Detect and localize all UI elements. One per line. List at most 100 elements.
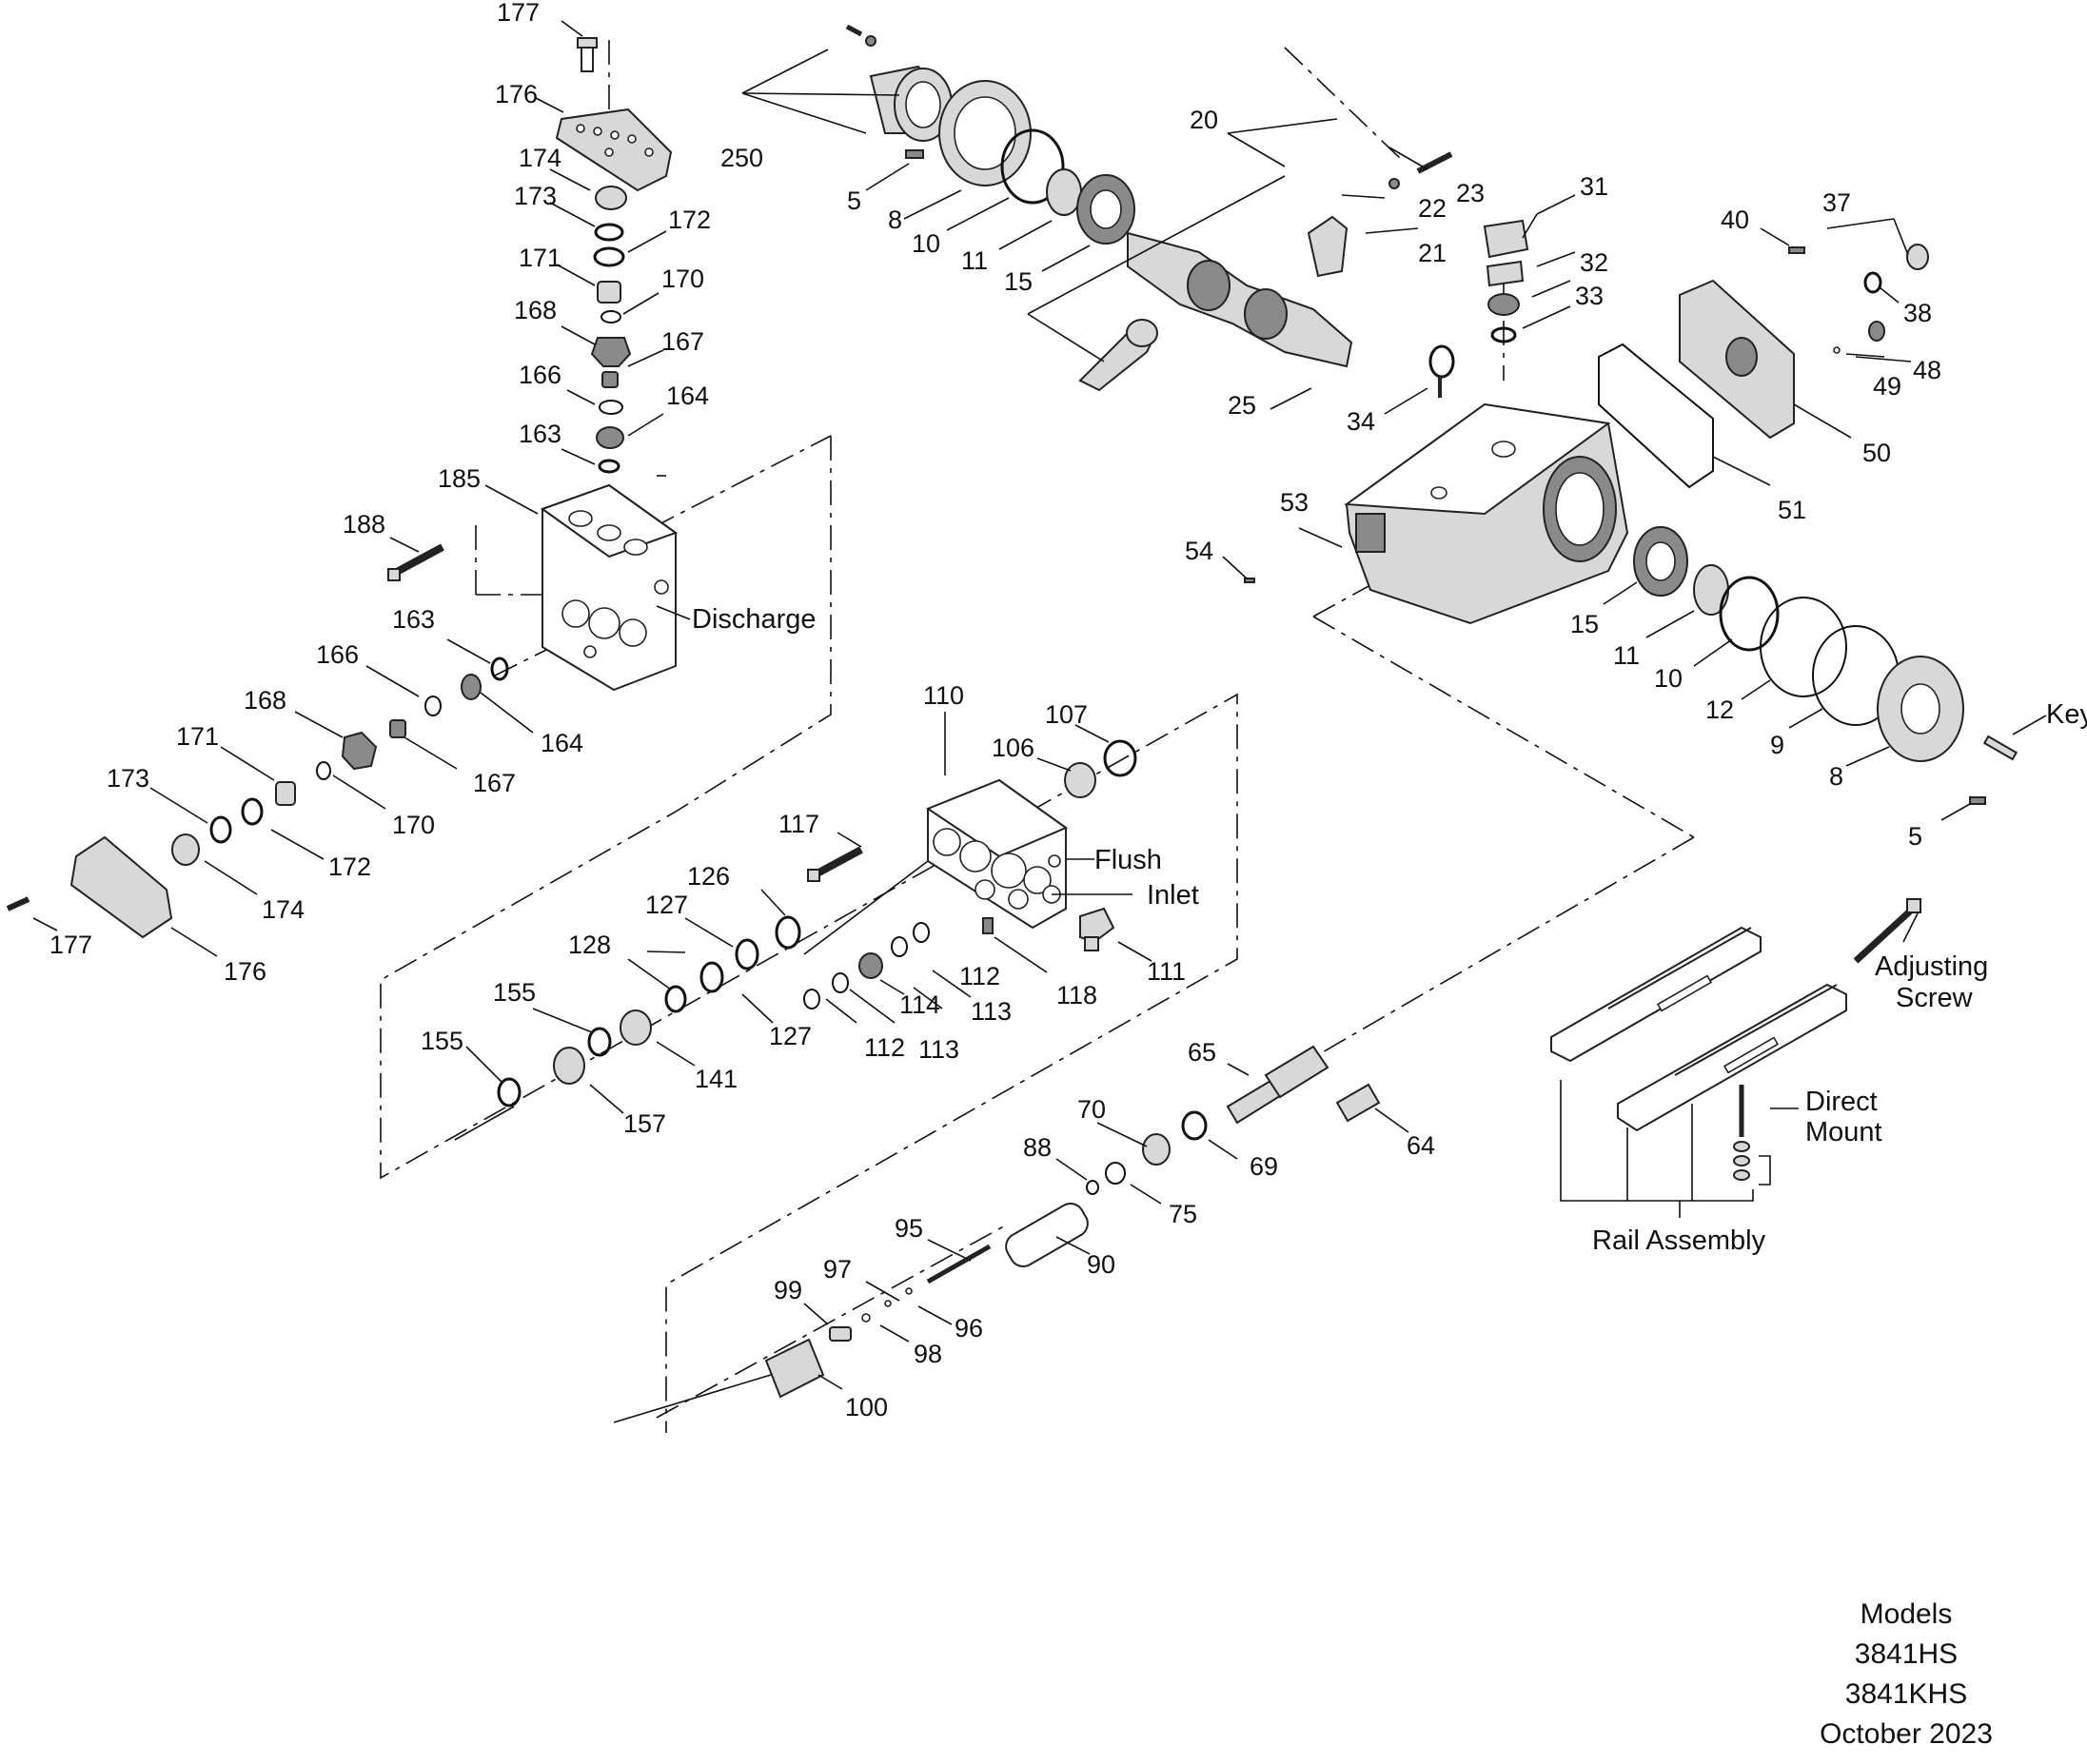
- callout-50: 50: [1862, 439, 1891, 467]
- callout-25: 25: [1228, 391, 1256, 420]
- callout-38: 38: [1903, 299, 1932, 327]
- callout-11: 11: [1613, 641, 1640, 670]
- label-rail-assembly: Rail Assembly: [1592, 1225, 1766, 1256]
- callout-168: 168: [514, 296, 557, 324]
- callout-48: 48: [1913, 356, 1941, 384]
- part-114-check-valve: [858, 952, 883, 979]
- callout-64: 64: [1407, 1131, 1435, 1160]
- callout-34: 34: [1347, 407, 1375, 436]
- part-164-valve-seat-2: [461, 674, 482, 700]
- part-11-seal-2: [1693, 564, 1729, 616]
- part-23-rod-bolt: [1416, 151, 1453, 174]
- part-173-oring-2: [209, 815, 232, 844]
- part-54-dowel: [1244, 578, 1255, 583]
- part-96-washer: [905, 1287, 913, 1295]
- callout-112: 112: [959, 962, 1000, 990]
- part-key: [1982, 735, 2018, 761]
- part-53-crankcase: [1344, 402, 1629, 625]
- callout-110: 110: [923, 681, 964, 710]
- callout-54: 54: [1185, 537, 1213, 565]
- part-174-plug: [595, 186, 627, 210]
- callout-5: 5: [1908, 822, 1922, 851]
- label-adjusting-screw-line1: Adjusting: [1875, 951, 1988, 982]
- part-adjusting-screw: [1853, 898, 1921, 964]
- part-118-screw: [982, 917, 994, 934]
- callout-97: 97: [823, 1255, 852, 1284]
- callout-167: 167: [661, 327, 704, 356]
- part-21-rod-cap: [1307, 215, 1349, 278]
- part-direct-mount-hardware: [1733, 1085, 1750, 1181]
- part-51-cover-gasket: [1598, 343, 1714, 489]
- label-key: Key: [2046, 699, 2087, 730]
- part-168-valve-seat: [590, 337, 632, 367]
- callout-168: 168: [244, 686, 286, 715]
- callout-31: 31: [1580, 172, 1608, 201]
- part-163-oring: [598, 459, 620, 474]
- part-113-oring-b: [832, 972, 849, 993]
- callout-9: 9: [1770, 731, 1784, 759]
- callout-98: 98: [914, 1340, 942, 1368]
- part-127-seal-b: [699, 961, 724, 993]
- part-49-oring: [1833, 346, 1841, 354]
- part-127-seal-a: [735, 938, 759, 970]
- part-70-washer: [1142, 1133, 1171, 1166]
- part-40-screw: [1788, 246, 1805, 254]
- part-164-valve-seat: [596, 426, 624, 449]
- part-75-washer: [1105, 1162, 1126, 1185]
- callout-128: 128: [568, 931, 611, 959]
- part-5-screw: [905, 149, 924, 159]
- part-126-seal: [775, 915, 801, 950]
- part-25-crankshaft: [1127, 231, 1353, 368]
- callout-23: 23: [1456, 179, 1485, 207]
- part-107-seal: [1103, 739, 1137, 777]
- callout-117: 117: [778, 810, 819, 838]
- callout-166: 166: [519, 361, 561, 389]
- callout-99: 99: [774, 1276, 802, 1304]
- callout-11: 11: [961, 246, 988, 275]
- part-98-washer: [861, 1313, 871, 1323]
- part-128-oring: [664, 985, 687, 1013]
- callout-75: 75: [1169, 1200, 1197, 1228]
- callout-176: 176: [224, 957, 266, 986]
- callout-96: 96: [955, 1314, 983, 1343]
- label-discharge: Discharge: [692, 604, 817, 635]
- callout-37: 37: [1822, 188, 1851, 217]
- part-166-spring-2: [424, 696, 442, 716]
- part-157-sleeve: [553, 1047, 585, 1085]
- part-97-washer: [884, 1300, 892, 1307]
- part-171-spring-retainer-2: [275, 781, 296, 806]
- part-11-seal: [1046, 168, 1082, 216]
- part-176-valve-cover-2: [69, 835, 173, 939]
- callout-95: 95: [895, 1214, 923, 1243]
- part-176-valve-cover: [555, 108, 673, 192]
- part-65-plunger-rod: [1226, 1045, 1329, 1125]
- callout-8: 8: [1829, 762, 1843, 791]
- part-12-shim: [1760, 597, 1847, 697]
- label-direct-mount-line1: Direct: [1805, 1087, 1878, 1117]
- callout-177: 177: [497, 0, 540, 27]
- part-37-sight-glass: [1906, 244, 1929, 270]
- part-172-backup-ring-2: [241, 797, 264, 826]
- part-170-spring: [601, 310, 621, 323]
- callout-106: 106: [992, 734, 1034, 762]
- part-50-rear-cover: [1679, 279, 1795, 440]
- callout-114: 114: [899, 990, 940, 1019]
- part-32-gasket: [1486, 260, 1525, 287]
- part-177-screw: [577, 37, 598, 72]
- callout-10: 10: [912, 229, 940, 258]
- part-170-spring-2: [316, 761, 331, 780]
- part-15-bearing-2: [1633, 526, 1688, 597]
- callout-172: 172: [668, 206, 711, 234]
- part-99-nut: [829, 1326, 852, 1342]
- callout-65: 65: [1188, 1038, 1216, 1067]
- callout-40: 40: [1721, 206, 1749, 234]
- part-5-screw-2: [1969, 796, 1986, 805]
- part-117-bolt: [807, 846, 863, 882]
- part-33-filler: [1487, 293, 1520, 316]
- callout-171: 171: [176, 722, 219, 751]
- callout-21: 21: [1418, 239, 1447, 267]
- leader-lines: [32, 20, 2047, 1423]
- callout-170: 170: [661, 265, 704, 293]
- callout-164: 164: [666, 382, 709, 410]
- callout-90: 90: [1087, 1250, 1115, 1279]
